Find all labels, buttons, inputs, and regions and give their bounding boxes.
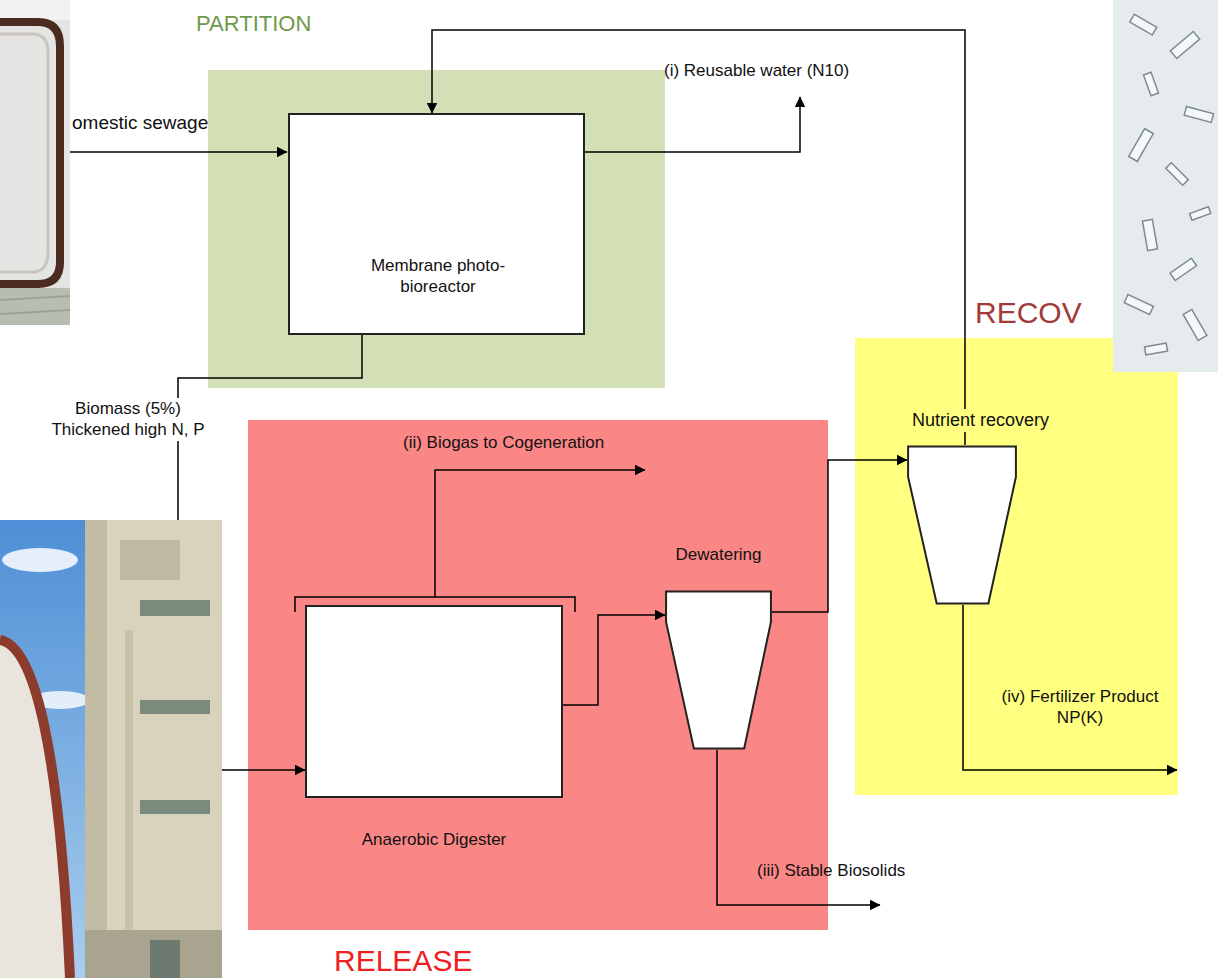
fertilizer-arrow (963, 605, 1177, 770)
sewer-photo (0, 0, 70, 325)
output-label-slot: (i) Reusable water (N10) (664, 60, 849, 81)
region-heading-slot: RELEASE (334, 942, 472, 978)
flow-connector (563, 615, 665, 705)
sewage-inlet-arrow (70, 151, 287, 153)
funnel-shape (666, 592, 771, 749)
output-label: (ii) Biogas to Cogeneration (403, 432, 604, 453)
digester-bracket (295, 597, 575, 612)
output-label: (i) Reusable water (N10) (664, 60, 849, 81)
recovery-region: RECOVNutrient recovery (855, 338, 1178, 795)
process-label: Dewatering (635, 544, 802, 565)
region-heading: PARTITION (196, 10, 311, 38)
funnel-shape (908, 447, 1016, 604)
region-heading: RELEASE (334, 942, 472, 978)
funnel-outline (907, 445, 1017, 605)
dewatering-funnel: Dewatering (665, 590, 772, 750)
struvite-crystal-photo (1113, 0, 1218, 372)
output-label-slot: (iv) Fertilizer Product NP(K) (985, 686, 1175, 729)
region-heading-slot: PARTITION (196, 10, 311, 38)
process-label-slot: Anaerobic Digester (267, 829, 601, 850)
output-label-slot: (ii) Biogas to Cogeneration (403, 432, 604, 453)
input-label-slot: omestic sewage (72, 111, 208, 135)
process-label-slot: Membrane photo-bioreactor (358, 255, 518, 298)
flow-connector (432, 30, 965, 445)
water-outlet-arrow (585, 97, 800, 152)
partition-region: PARTITIONMembrane photo-bioreactor (208, 70, 665, 388)
process-label: Anaerobic Digester (267, 829, 601, 850)
biosolids-arrow (717, 750, 880, 905)
process-label: Nutrient recovery (909, 409, 1052, 432)
output-label-slot: (iii) Stable Biosolids (757, 860, 905, 881)
process-box: Membrane photo-bioreactor (288, 113, 585, 335)
input-label: omestic sewage (72, 111, 208, 135)
nutrient-recovery-funnel: Nutrient recovery (907, 445, 1017, 605)
biogas-arrow (435, 470, 645, 597)
process-label: Membrane photo-bioreactor (358, 255, 518, 298)
funnel-outline (665, 590, 772, 750)
output-label: (iv) Fertilizer Product NP(K) (985, 686, 1175, 729)
digester-box: Anaerobic Digester (305, 605, 563, 798)
process-label-slot: Nutrient recovery (909, 409, 1052, 432)
region-heading-slot: RECOV (975, 294, 1082, 332)
treatment-plant-photo (0, 520, 222, 978)
process-label-slot: Dewatering (635, 544, 802, 565)
output-label: (iii) Stable Biosolids (757, 860, 905, 881)
release-region: RELEASEAnaerobic DigesterDewatering (248, 420, 828, 930)
edge-label: Biomass (5%) Thickened high N, P (43, 398, 213, 441)
edge-label-slot: Biomass (5%) Thickened high N, P (43, 398, 213, 441)
flow-connector (772, 460, 907, 612)
region-heading: RECOV (975, 294, 1082, 332)
